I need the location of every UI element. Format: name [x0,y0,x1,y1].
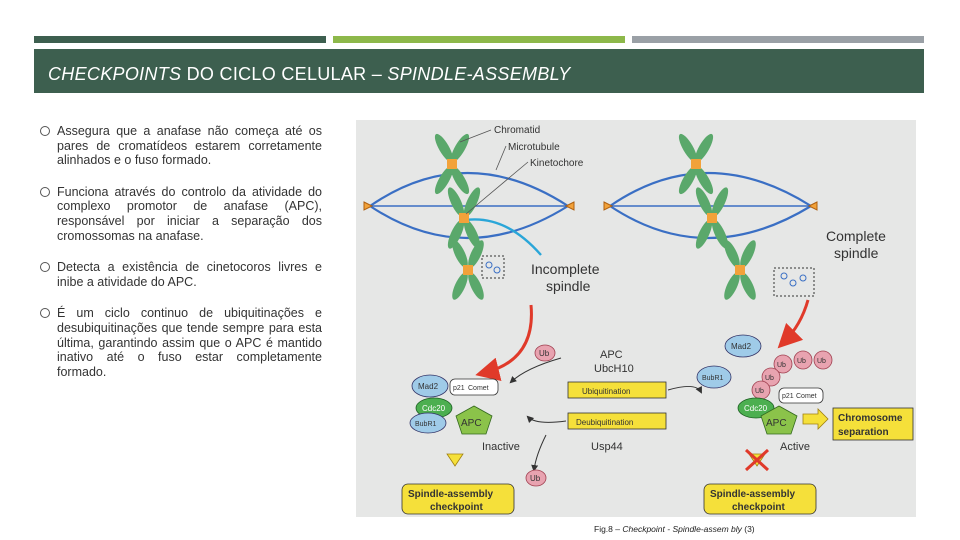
spindle-fiber [609,205,812,240]
ub-label: Ub [765,375,774,382]
active-label: Active [780,441,810,453]
figure-caption: Fig.8 – Checkpoint - Spindle-assem bly (… [594,524,755,534]
checkpoint-label: Spindle-assembly [710,489,795,500]
apc-ubch10-label-2: UbcH10 [594,363,634,375]
accent-stripe-gray [632,36,924,43]
checkpoint-box-right [703,483,817,515]
free-proteins-box [773,267,815,297]
red-arrow-icon [475,304,533,381]
mad2-label: Mad2 [731,342,752,351]
cross-icon [744,448,770,472]
bullet-item: É um ciclo continuo de ubiquitinações e … [40,306,322,379]
title-bar: CHECKPOINTS DO CICLO CELULAR – SPINDLE-A… [34,49,924,93]
bullet-circle-icon [40,186,50,197]
bullet-circle-icon [40,308,50,319]
p21-label: p21 [782,393,794,400]
caption-italic: Checkpoint - Spindle-assem bly [622,524,742,534]
chromosome-icon [678,133,714,195]
apc-ubch10-label: APC [600,349,623,361]
bullet-circle-icon [40,126,50,136]
chromatid-label: Chromatid [494,125,540,136]
chromosome-icon [724,240,756,300]
checkpoint-box-left [401,483,515,515]
comet-label: Comet [468,385,489,392]
bullet-text: É um ciclo continuo de ubiquitinações e … [57,306,322,379]
centrosome-icon [564,201,575,211]
ub-label: Ub [755,388,764,395]
inactive-apc-complex: Mad2 p21 Comet Cdc20 BubR1 APC Inactive [409,374,520,467]
apc-label: APC [461,418,482,429]
incomplete-spindle-label-2: spindle [546,278,591,294]
accent-stripe-dark [34,36,326,43]
mad2-label: Mad2 [418,382,439,391]
chromosome-separation-label: Chromosome [838,413,903,424]
accent-stripe-green [333,36,625,43]
checkpoint-label-2: checkpoint [430,502,483,513]
bullet-item: Funciona através do controlo da atividad… [40,185,322,243]
title-italic-part-1: CHECKPOINTS [48,64,182,84]
centrosome-icon [363,201,374,211]
deubiquitination-label: Deubiquitination [576,418,633,427]
inactive-label: Inactive [482,441,520,453]
spindle-fiber [369,205,569,239]
deubiquitination-box [567,412,667,430]
bullet-item: Assegura que a anafase não começa até os… [40,124,322,168]
ub-label: Ub [777,362,786,369]
ub-icon [525,469,547,487]
chromosome-icon [695,187,729,249]
spindle-checkpoint-figure: Chromatid Microtubule Kinetochore Incomp… [356,120,916,517]
red-arrow-icon [777,299,810,349]
ubiquitination-box [567,381,667,399]
spindle-fiber [609,171,812,207]
centrosome-icon [603,201,614,211]
centrosome-icon [807,201,818,211]
ub-icon [534,344,556,362]
caption-suffix: (3) [741,524,755,534]
bubr1-label: BubR1 [702,375,724,382]
slide-title: CHECKPOINTS DO CICLO CELULAR – SPINDLE-A… [48,64,571,85]
ubiquitination-label: Ubiquitination [582,387,630,396]
microtubule-label: Microtubule [508,142,560,153]
chromosome-icon [434,133,470,195]
bullet-text: Assegura que a anafase não começa até os… [57,124,322,168]
caption-prefix: Fig.8 – [594,524,623,534]
active-apc-complex: Mad2 BubR1 Ub Ub Ub Ub Ub p21 Comet Cdc2… [696,334,914,472]
chromosome-icon [452,240,505,300]
complete-spindle-label-2: spindle [834,245,879,261]
cdc20-label: Cdc20 [422,404,446,413]
incomplete-spindle-label: Incomplete [531,261,600,277]
title-italic-part-2: SPINDLE-ASSEMBLY [387,64,571,84]
ub-label: Ub [530,474,541,483]
ub-label: Ub [539,349,550,358]
ubiquitination-cycle: Ub APC UbcH10 Ubiquitination Deubiquitin… [509,344,702,487]
microtubule-line [465,218,542,256]
title-plain-part: DO CICLO CELULAR – [181,64,388,84]
bullet-text: Funciona através do controlo da atividad… [57,184,322,243]
comet-label: Comet [796,393,817,400]
complete-spindle-label: Complete [826,228,886,244]
usp44-label: Usp44 [591,441,623,453]
ub-label: Ub [797,358,806,365]
p21-label: p21 [453,385,465,392]
chromosome-separation-label-2: separation [838,427,889,438]
complete-spindle-diagram: Complete spindle [603,133,886,300]
kinetochore-label: Kinetochore [530,158,584,169]
ub-label: Ub [817,358,826,365]
spindle-fiber [369,172,569,207]
checkpoint-label-2: checkpoint [732,502,785,513]
bullet-item: Detecta a existência de cinetocoros livr… [40,260,322,289]
checkpoint-label: Spindle-assembly [408,489,493,500]
cdc20-label: Cdc20 [744,404,768,413]
bullet-circle-icon [40,262,50,273]
down-arrow-icon [446,453,464,467]
bullet-text: Detecta a existência de cinetocoros livr… [57,260,322,289]
bullet-list: Assegura que a anafase não começa até os… [40,124,322,396]
chromosome-icon [447,187,481,249]
chromosome-separation-box [832,407,914,441]
bubr1-label: BubR1 [415,421,437,428]
incomplete-spindle-diagram: Chromatid Microtubule Kinetochore Incomp… [363,125,600,300]
right-arrow-icon [802,408,829,430]
apc-label: APC [766,418,787,429]
